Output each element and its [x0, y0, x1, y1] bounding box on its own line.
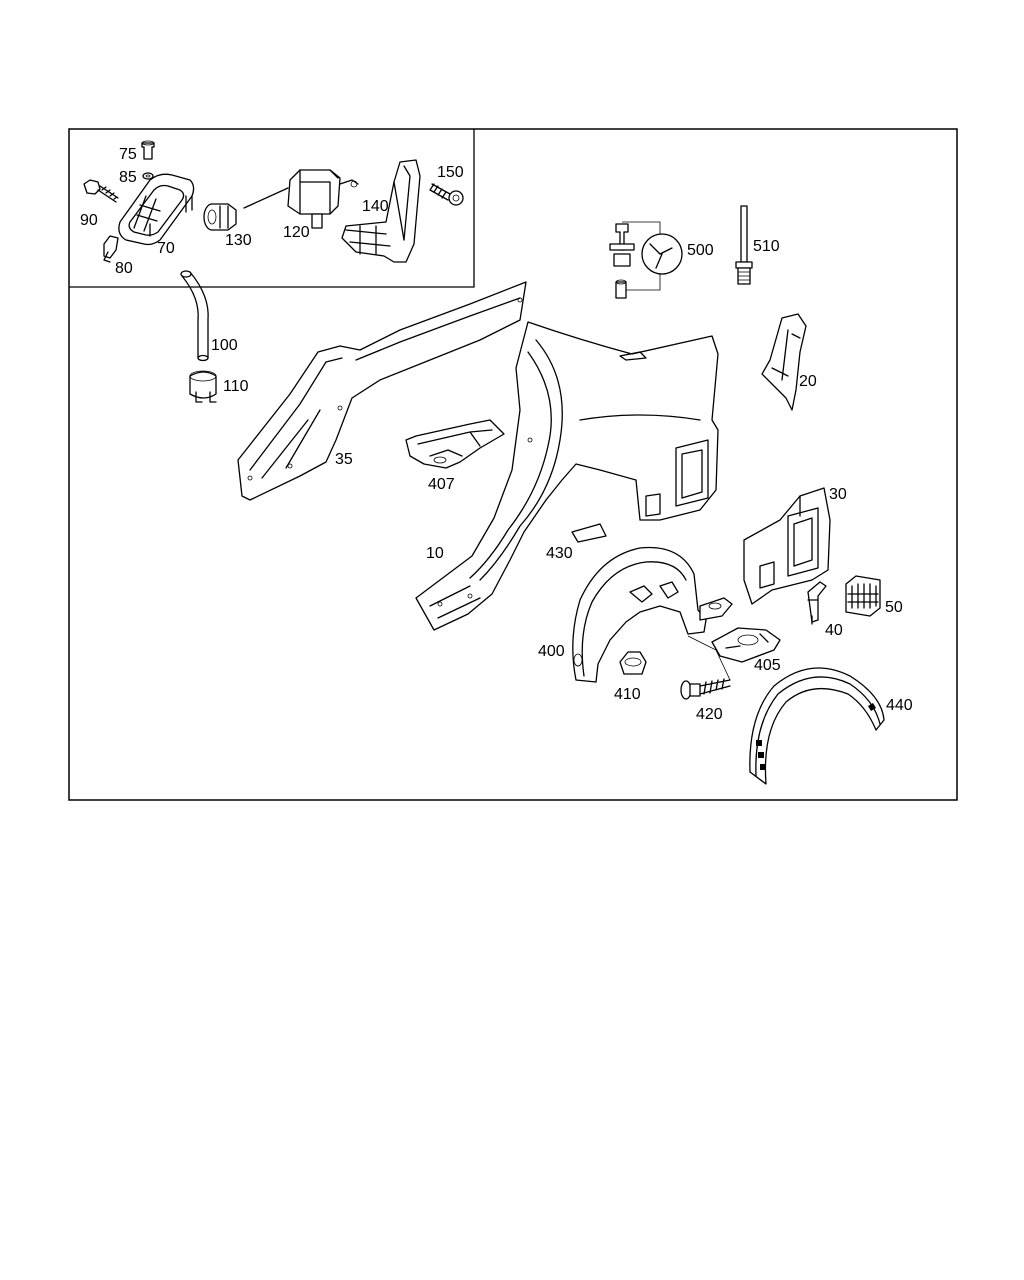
callout-80: 80 — [115, 260, 133, 277]
callout-440: 440 — [886, 697, 913, 714]
part-70-filler-housing[interactable] — [118, 173, 195, 246]
inset-frame — [69, 129, 475, 288]
callout-40: 40 — [825, 622, 843, 639]
part-40-clip[interactable] — [807, 581, 827, 625]
callout-500: 500 — [687, 242, 714, 259]
part-150-screw[interactable] — [429, 183, 464, 206]
part-100-drain-hose[interactable] — [180, 270, 209, 362]
callout-35: 35 — [335, 451, 353, 468]
part-50-vent[interactable] — [845, 575, 881, 617]
part-120-actuator[interactable] — [243, 169, 359, 229]
callout-90: 90 — [80, 212, 98, 229]
callout-85: 85 — [119, 169, 137, 186]
part-20-bracket[interactable] — [761, 313, 807, 411]
callout-50: 50 — [885, 599, 903, 616]
diagram-frame — [68, 128, 958, 801]
callout-407: 407 — [428, 476, 455, 493]
part-420-screw[interactable] — [680, 678, 731, 700]
part-30-wheelhouse-panel[interactable] — [743, 487, 831, 605]
part-10-quarter-panel[interactable] — [415, 321, 719, 631]
callout-130: 130 — [225, 232, 252, 249]
part-400-wheel-liner[interactable] — [572, 546, 733, 683]
callout-405: 405 — [754, 657, 781, 674]
callout-430: 430 — [546, 545, 573, 562]
part-85-washer[interactable] — [142, 172, 154, 180]
part-410-nut[interactable] — [619, 651, 647, 675]
callout-100: 100 — [211, 337, 238, 354]
part-430-cover[interactable] — [571, 523, 607, 543]
part-500-fastener-kit[interactable] — [609, 221, 683, 299]
callout-140: 140 — [362, 198, 389, 215]
callout-400: 400 — [538, 643, 565, 660]
part-140-bracket[interactable] — [341, 159, 421, 263]
part-130-grommet[interactable] — [203, 203, 237, 231]
callout-110: 110 — [223, 378, 249, 395]
part-510-rivet[interactable] — [735, 205, 753, 285]
part-90-bolt[interactable] — [83, 179, 119, 203]
part-440-arch-trim[interactable] — [749, 667, 885, 785]
callout-410: 410 — [614, 686, 641, 703]
callout-30: 30 — [829, 486, 847, 503]
part-407-bracket[interactable] — [405, 419, 505, 469]
callout-70: 70 — [157, 240, 175, 257]
callout-120: 120 — [283, 224, 310, 241]
part-110-hose-clip[interactable] — [189, 370, 217, 403]
part-35-inner-panel[interactable] — [237, 281, 527, 501]
callout-510: 510 — [753, 238, 780, 255]
part-405-bracket[interactable] — [687, 627, 781, 681]
part-80-clip[interactable] — [103, 235, 119, 263]
callout-420: 420 — [696, 706, 723, 723]
part-75-cap[interactable] — [141, 140, 155, 160]
callout-75: 75 — [119, 146, 137, 163]
callout-150: 150 — [437, 164, 464, 181]
callout-20: 20 — [799, 373, 817, 390]
callout-10: 10 — [426, 545, 444, 562]
